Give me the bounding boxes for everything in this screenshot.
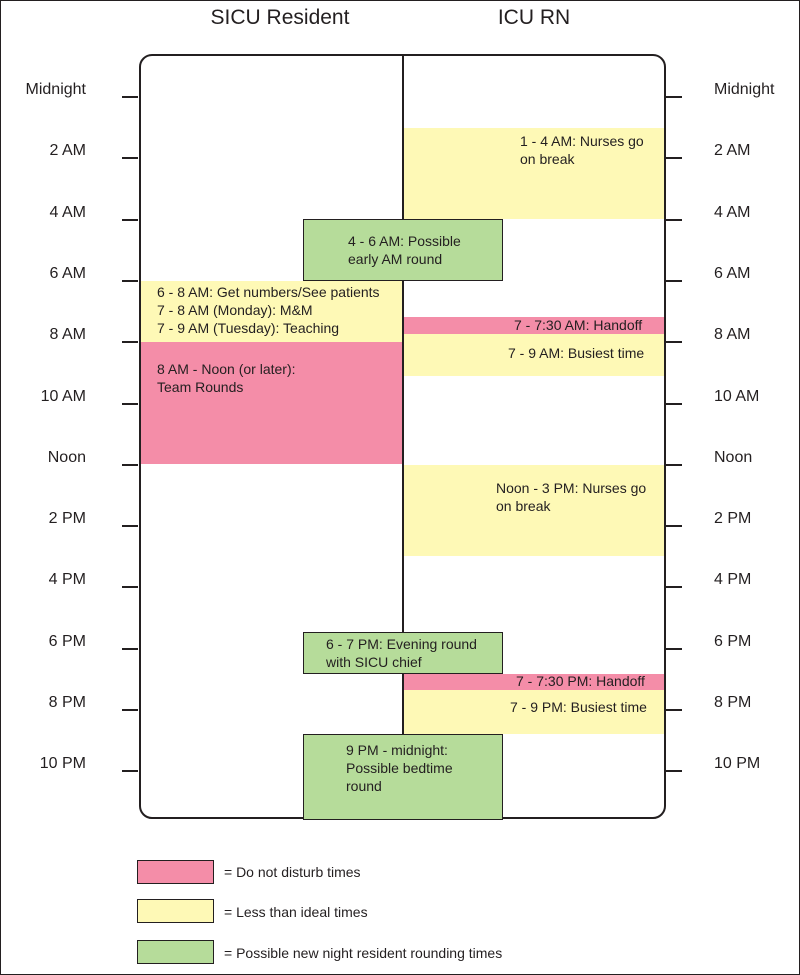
icu-rn-title: ICU RN xyxy=(497,6,571,29)
right-tick xyxy=(666,280,682,282)
right-tick xyxy=(666,709,682,711)
handoff-pm-label: 7 - 7:30 PM: Handoff xyxy=(516,673,645,689)
resident-morning-line3: 7 - 9 AM (Tuesday): Teaching xyxy=(157,320,340,336)
busiest-pm-block: 7 - 9 PM: Busiest time xyxy=(404,690,666,734)
handoff-am-label: 7 - 7:30 AM: Handoff xyxy=(514,317,643,333)
left-tick xyxy=(122,586,138,588)
right-time-label: Midnight xyxy=(714,81,775,98)
left-time-label: 8 PM xyxy=(48,694,86,711)
team-rounds-line1: 8 AM - Noon (or later): xyxy=(157,361,296,377)
evening-round-line2: with SICU chief xyxy=(326,654,422,670)
left-time-label: 6 PM xyxy=(48,633,86,650)
left-tick xyxy=(122,709,138,711)
left-time-label: 10 PM xyxy=(39,755,86,772)
rn-break-am-block: 1 - 4 AM: Nurses go on break xyxy=(404,128,666,219)
early-round-line1: 4 - 6 AM: Possible xyxy=(348,233,461,249)
right-tick xyxy=(666,403,682,405)
evening-round-block: 6 - 7 PM: Evening round with SICU chief xyxy=(303,632,503,674)
left-tick xyxy=(122,96,138,98)
left-tick xyxy=(122,464,138,466)
handoff-am-block: 7 - 7:30 AM: Handoff xyxy=(404,317,666,334)
left-tick xyxy=(122,157,138,159)
right-time-label: 2 PM xyxy=(714,510,752,527)
sicu-resident-title: SICU Resident xyxy=(210,6,350,29)
left-tick xyxy=(122,770,138,772)
left-tick xyxy=(122,525,138,527)
busiest-pm-label: 7 - 9 PM: Busiest time xyxy=(510,699,647,715)
team-rounds-line2: Team Rounds xyxy=(157,379,244,395)
bedtime-round-line1: 9 PM - midnight: xyxy=(346,742,448,758)
left-tick xyxy=(122,219,138,221)
busiest-am-block: 7 - 9 AM: Busiest time xyxy=(404,334,666,376)
right-time-label: 10 AM xyxy=(714,388,760,405)
right-time-label: 2 AM xyxy=(714,142,751,159)
rn-break-pm-line2: on break xyxy=(496,498,551,514)
right-time-label: 10 PM xyxy=(714,755,761,772)
legend-swatch-less-than-ideal xyxy=(137,899,214,923)
right-tick xyxy=(666,157,682,159)
left-tick xyxy=(122,403,138,405)
resident-morning-line1: 6 - 8 AM: Get numbers/See patients xyxy=(157,284,380,300)
right-tick xyxy=(666,648,682,650)
legend-label-less-than-ideal: = Less than ideal times xyxy=(224,904,368,920)
right-tick xyxy=(666,464,682,466)
right-tick xyxy=(666,770,682,772)
right-time-label: Noon xyxy=(714,449,753,466)
rn-break-pm-line1: Noon - 3 PM: Nurses go xyxy=(496,480,647,496)
legend-swatch-do-not-disturb xyxy=(137,860,214,884)
left-time-label: Midnight xyxy=(25,81,86,98)
team-rounds-block: 8 AM - Noon (or later): Team Rounds xyxy=(141,342,402,464)
legend-swatch-new-rounding xyxy=(137,940,214,964)
early-round-block: 4 - 6 AM: Possible early AM round xyxy=(303,219,503,281)
bedtime-round-block: 9 PM - midnight: Possible bedtime round xyxy=(303,734,503,820)
left-time-label: 2 AM xyxy=(49,142,86,159)
resident-morning-block: 6 - 8 AM: Get numbers/See patients 7 - 8… xyxy=(141,281,402,342)
early-round-line2: early AM round xyxy=(348,251,443,267)
rn-break-am-line1: 1 - 4 AM: Nurses go xyxy=(520,133,644,149)
right-time-label: 4 AM xyxy=(714,204,751,221)
handoff-pm-block: 7 - 7:30 PM: Handoff xyxy=(404,673,666,690)
bedtime-round-line3: round xyxy=(346,778,382,794)
right-tick xyxy=(666,525,682,527)
left-time-label: 4 AM xyxy=(49,204,86,221)
left-tick xyxy=(122,280,138,282)
resident-morning-line2: 7 - 8 AM (Monday): M&M xyxy=(157,302,313,318)
right-tick xyxy=(666,341,682,343)
bedtime-round-line2: Possible bedtime xyxy=(346,760,453,776)
left-tick xyxy=(122,648,138,650)
left-time-label: Noon xyxy=(47,449,86,466)
left-time-label: 8 AM xyxy=(49,326,86,343)
evening-round-line1: 6 - 7 PM: Evening round xyxy=(326,636,477,652)
right-time-label: 8 PM xyxy=(714,694,752,711)
left-time-label: 6 AM xyxy=(49,265,86,282)
left-time-label: 10 AM xyxy=(40,388,86,405)
legend-label-do-not-disturb: = Do not disturb times xyxy=(224,864,361,880)
right-time-label: 6 AM xyxy=(714,265,751,282)
rn-break-am-line2: on break xyxy=(520,151,575,167)
right-time-label: 8 AM xyxy=(714,326,751,343)
rn-break-pm-block: Noon - 3 PM: Nurses go on break xyxy=(404,465,666,556)
left-time-label: 2 PM xyxy=(48,510,86,527)
column-divider xyxy=(402,54,404,819)
right-tick xyxy=(666,96,682,98)
left-time-label: 4 PM xyxy=(48,571,86,588)
right-time-label: 4 PM xyxy=(714,571,752,588)
legend-label-new-rounding: = Possible new night resident rounding t… xyxy=(224,945,503,961)
right-time-label: 6 PM xyxy=(714,633,752,650)
busiest-am-label: 7 - 9 AM: Busiest time xyxy=(508,345,645,361)
right-tick xyxy=(666,219,682,221)
right-tick xyxy=(666,586,682,588)
left-tick xyxy=(122,341,138,343)
